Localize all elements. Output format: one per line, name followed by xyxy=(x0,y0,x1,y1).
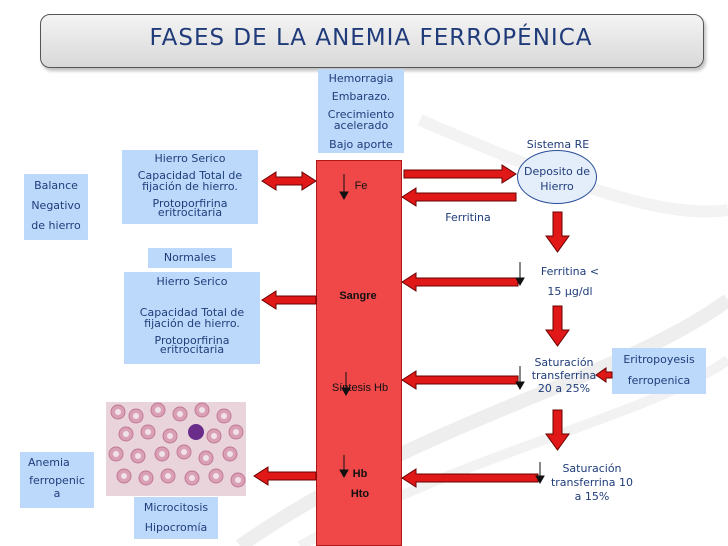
saturacion1-value: 20 a 25% xyxy=(537,382,591,395)
saturacion1-box: Saturación transferrina 20 a 25% xyxy=(524,356,604,395)
leukocyte xyxy=(188,424,204,440)
balance-line-2: Negativo xyxy=(31,199,81,212)
balance-line-1: Balance xyxy=(34,179,78,192)
anemia-box: Anemia ferropenic a xyxy=(20,452,94,508)
sistema-re-label: Sistema RE xyxy=(526,138,590,151)
deposito-line-1: Deposito xyxy=(523,165,573,178)
blood-smear-image xyxy=(106,402,246,496)
saturacion1-label: Saturación xyxy=(534,356,594,369)
sintesis-hb-label: Síntesis Hb xyxy=(331,382,389,394)
title-bar xyxy=(40,14,704,68)
eritropoyesis-box: Eritropoyesis ferropenica xyxy=(612,348,706,394)
deposito-line-2: de Hierro xyxy=(540,165,591,193)
normales-label: Normales xyxy=(163,251,217,264)
stage2-fijacion: fijación de hierro. xyxy=(144,317,240,330)
ferritina-value: < 15 μg/dl xyxy=(547,265,600,298)
stage2-capacidad: Capacidad Total de xyxy=(139,306,245,319)
cause-hemorragia: Hemorragia xyxy=(328,72,394,85)
normales-box: Normales xyxy=(148,248,232,268)
stage2-box: Hierro Serico Capacidad Total de fijació… xyxy=(124,272,260,364)
saturacion2-label: Saturación xyxy=(562,462,622,475)
page-title: FASES DE LA ANEMIA FERROPÉNICA xyxy=(149,25,593,51)
balance-line-3: de hierro xyxy=(31,219,81,232)
fe-label: Fe xyxy=(354,180,368,192)
balance-box: Balance Negativo de hierro xyxy=(24,174,88,240)
stage1-capacidad: Capacidad Total de xyxy=(137,169,243,182)
deposito-label: Deposito de Hierro xyxy=(517,164,597,194)
saturacion2-value: 10 a 15% xyxy=(574,476,634,503)
stage1-protoporfirina: Protoporfirina xyxy=(152,197,228,210)
cause-acelerado: acelerado xyxy=(333,119,389,132)
ferritina-right-label: Ferritina xyxy=(540,265,587,278)
stage1-hierro-serico: Hierro Serico xyxy=(154,152,226,165)
anemia-line-3: a xyxy=(53,487,61,500)
ferritina-right-box: Ferritina < 15 μg/dl xyxy=(534,262,606,302)
saturacion2-box: Saturación transferrina 10 a 15% xyxy=(546,462,638,504)
anemia-line-1: Anemia xyxy=(28,456,70,469)
blood-column xyxy=(316,160,402,546)
microcitosis-label: Microcitosis xyxy=(143,501,209,514)
stage2-eritrocitaria: eritrocitaria xyxy=(159,343,225,356)
cause-bajo-aporte: Bajo aporte xyxy=(329,138,393,151)
sangre-label: Sangre xyxy=(339,290,377,302)
cause-embarazo: Embarazo. xyxy=(331,90,391,103)
deposito-ellipse xyxy=(517,150,597,204)
eritropoyesis-label: Eritropoyesis xyxy=(623,353,695,366)
anemia-line-2: ferropenic xyxy=(29,474,85,487)
stage1-box: Hierro Serico Capacidad Total de fijació… xyxy=(122,150,258,224)
stage2-hierro-serico: Hierro Serico xyxy=(156,275,228,288)
hb-label: Hb xyxy=(352,468,368,480)
stage1-fijacion: fijación de hierro. xyxy=(142,180,238,193)
stage1-eritrocitaria: eritrocitaria xyxy=(157,206,223,219)
ferropenica-label: ferropenica xyxy=(627,374,691,387)
microcitosis-box: Microcitosis Hipocromía xyxy=(134,497,218,539)
saturacion1-transferrina: transferrina xyxy=(531,369,597,382)
ferritina-left-label: Ferritina xyxy=(445,211,491,224)
red-blood-cells xyxy=(108,402,246,488)
hto-label: Hto xyxy=(350,488,370,500)
hipocromia-label: Hipocromía xyxy=(144,521,208,534)
saturacion2-transferrina: transferrina xyxy=(550,476,616,489)
stage2-protoporfirina: Protoporfirina xyxy=(154,334,230,347)
cause-crecimiento: Crecimiento xyxy=(327,108,395,121)
causes-box: Hemorragia Embarazo. Crecimiento acelera… xyxy=(318,69,404,153)
